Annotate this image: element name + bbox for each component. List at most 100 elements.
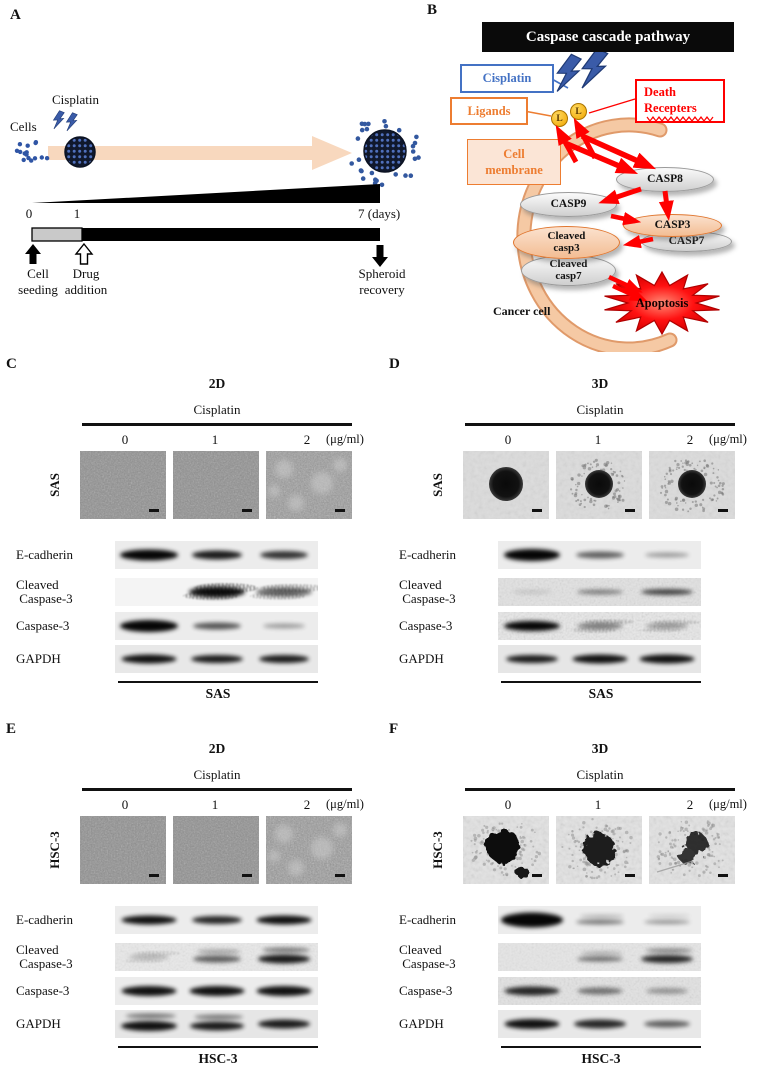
blot-strip — [498, 1010, 701, 1038]
cell-line-label: SAS — [46, 473, 62, 497]
micrograph-row — [463, 816, 735, 884]
footer-rule — [501, 1046, 701, 1048]
drug-name: Cisplatin — [576, 767, 624, 782]
dose-0: 0 — [121, 432, 129, 447]
culture-dimension-title: 2D — [208, 741, 226, 756]
casp9-node: CASP9 — [520, 192, 617, 217]
dose-0: 0 — [504, 432, 512, 447]
dose-unit: (μg/ml) — [326, 432, 364, 446]
ligands-box: Ligands — [450, 97, 528, 125]
panel-letter: B — [427, 2, 438, 18]
header-rule — [465, 788, 735, 791]
blot-strip — [498, 977, 701, 1005]
blot-label: Cleaved Caspase-3 — [399, 941, 456, 971]
spheroid-recovery-label: Spheroid recovery — [358, 266, 406, 298]
panel-a-timeline: A Cisplatin Cells 0 1 7 (days) Cell seed… — [0, 0, 445, 335]
day-7: 7 (days) — [358, 206, 401, 221]
cisplatin-label: Cisplatin — [52, 92, 99, 107]
blot-strip — [115, 645, 318, 673]
dose-0: 0 — [504, 797, 512, 812]
timeline-graphics — [14, 110, 421, 267]
cells-label: Cells — [10, 119, 37, 134]
dose-1: 1 — [594, 432, 602, 447]
spheroid-recovery-arrow — [372, 245, 388, 267]
dose-1: 1 — [594, 797, 602, 812]
progression-arrow — [48, 136, 352, 170]
ligands-connector — [523, 110, 552, 117]
blot-label: Cleaved Caspase-3 — [399, 576, 456, 606]
footer-rule — [118, 681, 318, 683]
day-0: 0 — [25, 206, 33, 221]
micrograph-dose-1 — [173, 816, 259, 884]
cleaved-casp7-node: Cleaved casp7 — [521, 255, 616, 286]
ligand-molecule-1: L — [551, 110, 568, 127]
cell-seeding-label: Cell seeding — [18, 266, 58, 298]
dose-0: 0 — [121, 797, 129, 812]
micrograph-dose-2 — [266, 816, 352, 884]
blot-strip — [115, 541, 318, 569]
blot-strip — [115, 943, 318, 971]
large-spheroid — [363, 129, 407, 173]
drug-addition-arrow — [74, 242, 94, 265]
micrograph-dose-2 — [649, 816, 735, 884]
cell-line-footer: SAS — [588, 686, 614, 701]
blot-label: GAPDH — [399, 1015, 444, 1031]
blot-label: Caspase-3 — [399, 982, 453, 998]
blot-strip — [498, 943, 701, 971]
blot-panel: C 2D Cisplatin 0 1 2 (μg/ml) SAS E-cadhe… — [0, 348, 385, 710]
blot-label: Cleaved Caspase-3 — [16, 941, 73, 971]
dose-1: 1 — [211, 797, 219, 812]
panel-letter: E — [6, 721, 17, 737]
dose-unit: (μg/ml) — [709, 432, 747, 446]
panel-letter: C — [6, 356, 17, 372]
micrograph-row — [463, 451, 735, 519]
blot-label: GAPDH — [16, 650, 61, 666]
cancer-cell-label: Cancer cell — [493, 304, 551, 318]
dose-unit: (μg/ml) — [709, 797, 747, 811]
cell-line-label: SAS — [429, 473, 445, 497]
footer-rule — [501, 681, 701, 683]
blot-label: Cleaved Caspase-3 — [16, 576, 73, 606]
timeline-gray-segment — [31, 227, 83, 242]
cell-seeding-arrow — [25, 244, 41, 264]
culture-dimension-title: 2D — [208, 376, 226, 391]
cell-membrane-box: Cell membrane — [467, 139, 561, 185]
header-rule — [465, 423, 735, 426]
blot-strip — [498, 906, 701, 934]
dose-2: 2 — [686, 797, 694, 812]
day-1: 1 — [73, 206, 81, 221]
drug-addition-label: Drug addition — [64, 266, 108, 298]
blot-label: Caspase-3 — [399, 617, 453, 633]
death-receptor-connector — [588, 98, 636, 114]
micrograph-row — [80, 451, 352, 519]
blot-label: E-cadherin — [399, 911, 457, 927]
apoptosis-label: Apoptosis — [635, 296, 689, 310]
dose-2: 2 — [686, 432, 694, 447]
micrograph-dose-2 — [266, 451, 352, 519]
cisplatin-box: Cisplatin — [460, 64, 554, 93]
drug-name: Cisplatin — [193, 767, 241, 782]
blot-strip — [115, 578, 318, 606]
micrograph-dose-1 — [556, 816, 642, 884]
blot-label: E-cadherin — [16, 546, 74, 562]
micrograph-dose-0 — [80, 451, 166, 519]
blot-label: E-cadherin — [16, 911, 74, 927]
cleaved-casp3-node: Cleaved casp3 — [513, 226, 620, 259]
blot-panel: D 3D Cisplatin 0 1 2 (μg/ml) SAS E-cadhe… — [383, 348, 765, 710]
cisplatin-bolts-icon — [556, 47, 609, 92]
growth-wedge — [32, 184, 380, 203]
blot-strip — [115, 906, 318, 934]
header-rule — [82, 788, 352, 791]
header-rule — [82, 423, 352, 426]
culture-dimension-title: 3D — [591, 376, 609, 391]
micrograph-dose-1 — [556, 451, 642, 519]
dose-1: 1 — [211, 432, 219, 447]
blot-label: E-cadherin — [399, 546, 457, 562]
panel-letter: D — [389, 356, 400, 372]
blot-strip — [498, 578, 701, 606]
blot-strip — [498, 541, 701, 569]
drug-name: Cisplatin — [576, 402, 624, 417]
ligand-molecule-2: L — [570, 103, 587, 120]
cisplatin-bolts-icon — [52, 110, 78, 132]
